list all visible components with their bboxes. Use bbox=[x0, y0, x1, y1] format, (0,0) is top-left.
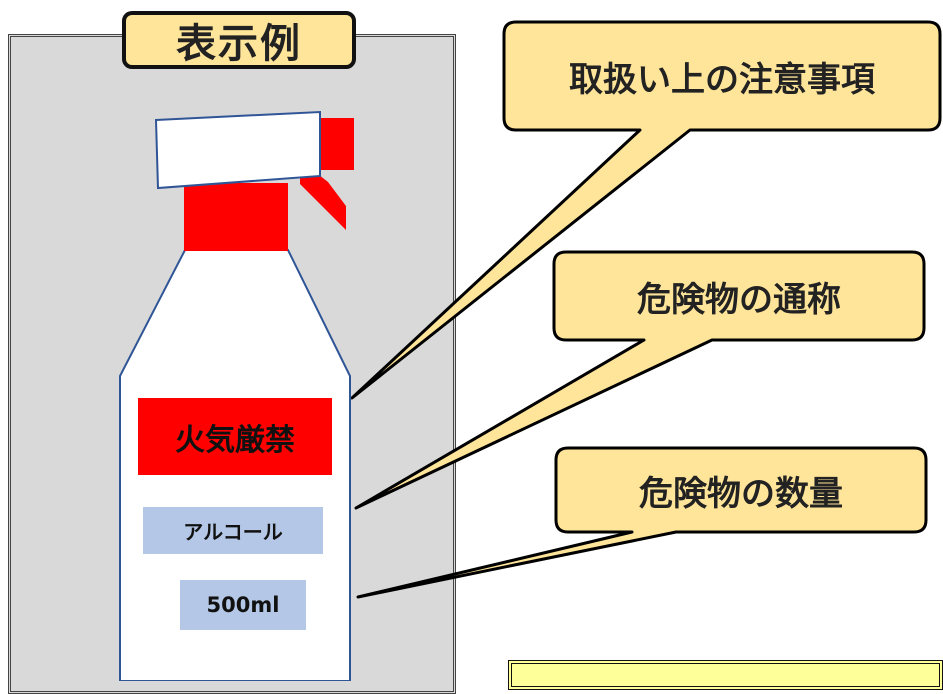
callout-handling-precautions: 取扱い上の注意事項 bbox=[569, 59, 875, 100]
callout-quantity: 危険物の数量 bbox=[639, 473, 843, 514]
example-title-badge: 表示例 bbox=[122, 11, 356, 69]
callout-bubble-precautions bbox=[350, 20, 942, 400]
callout-bubble-common-name bbox=[354, 250, 926, 510]
spray-nozzle-tip bbox=[318, 118, 354, 170]
substance-name-label: アルコール bbox=[143, 507, 323, 554]
notice-box bbox=[508, 660, 943, 690]
bottle-cap bbox=[184, 183, 288, 251]
fire-warning-label: 火気厳禁 bbox=[138, 398, 332, 475]
spray-head bbox=[154, 110, 321, 190]
callout-common-name: 危険物の通称 bbox=[637, 279, 841, 320]
callout-bubble-quantity bbox=[356, 446, 928, 599]
quantity-label: 500ml bbox=[180, 580, 306, 630]
